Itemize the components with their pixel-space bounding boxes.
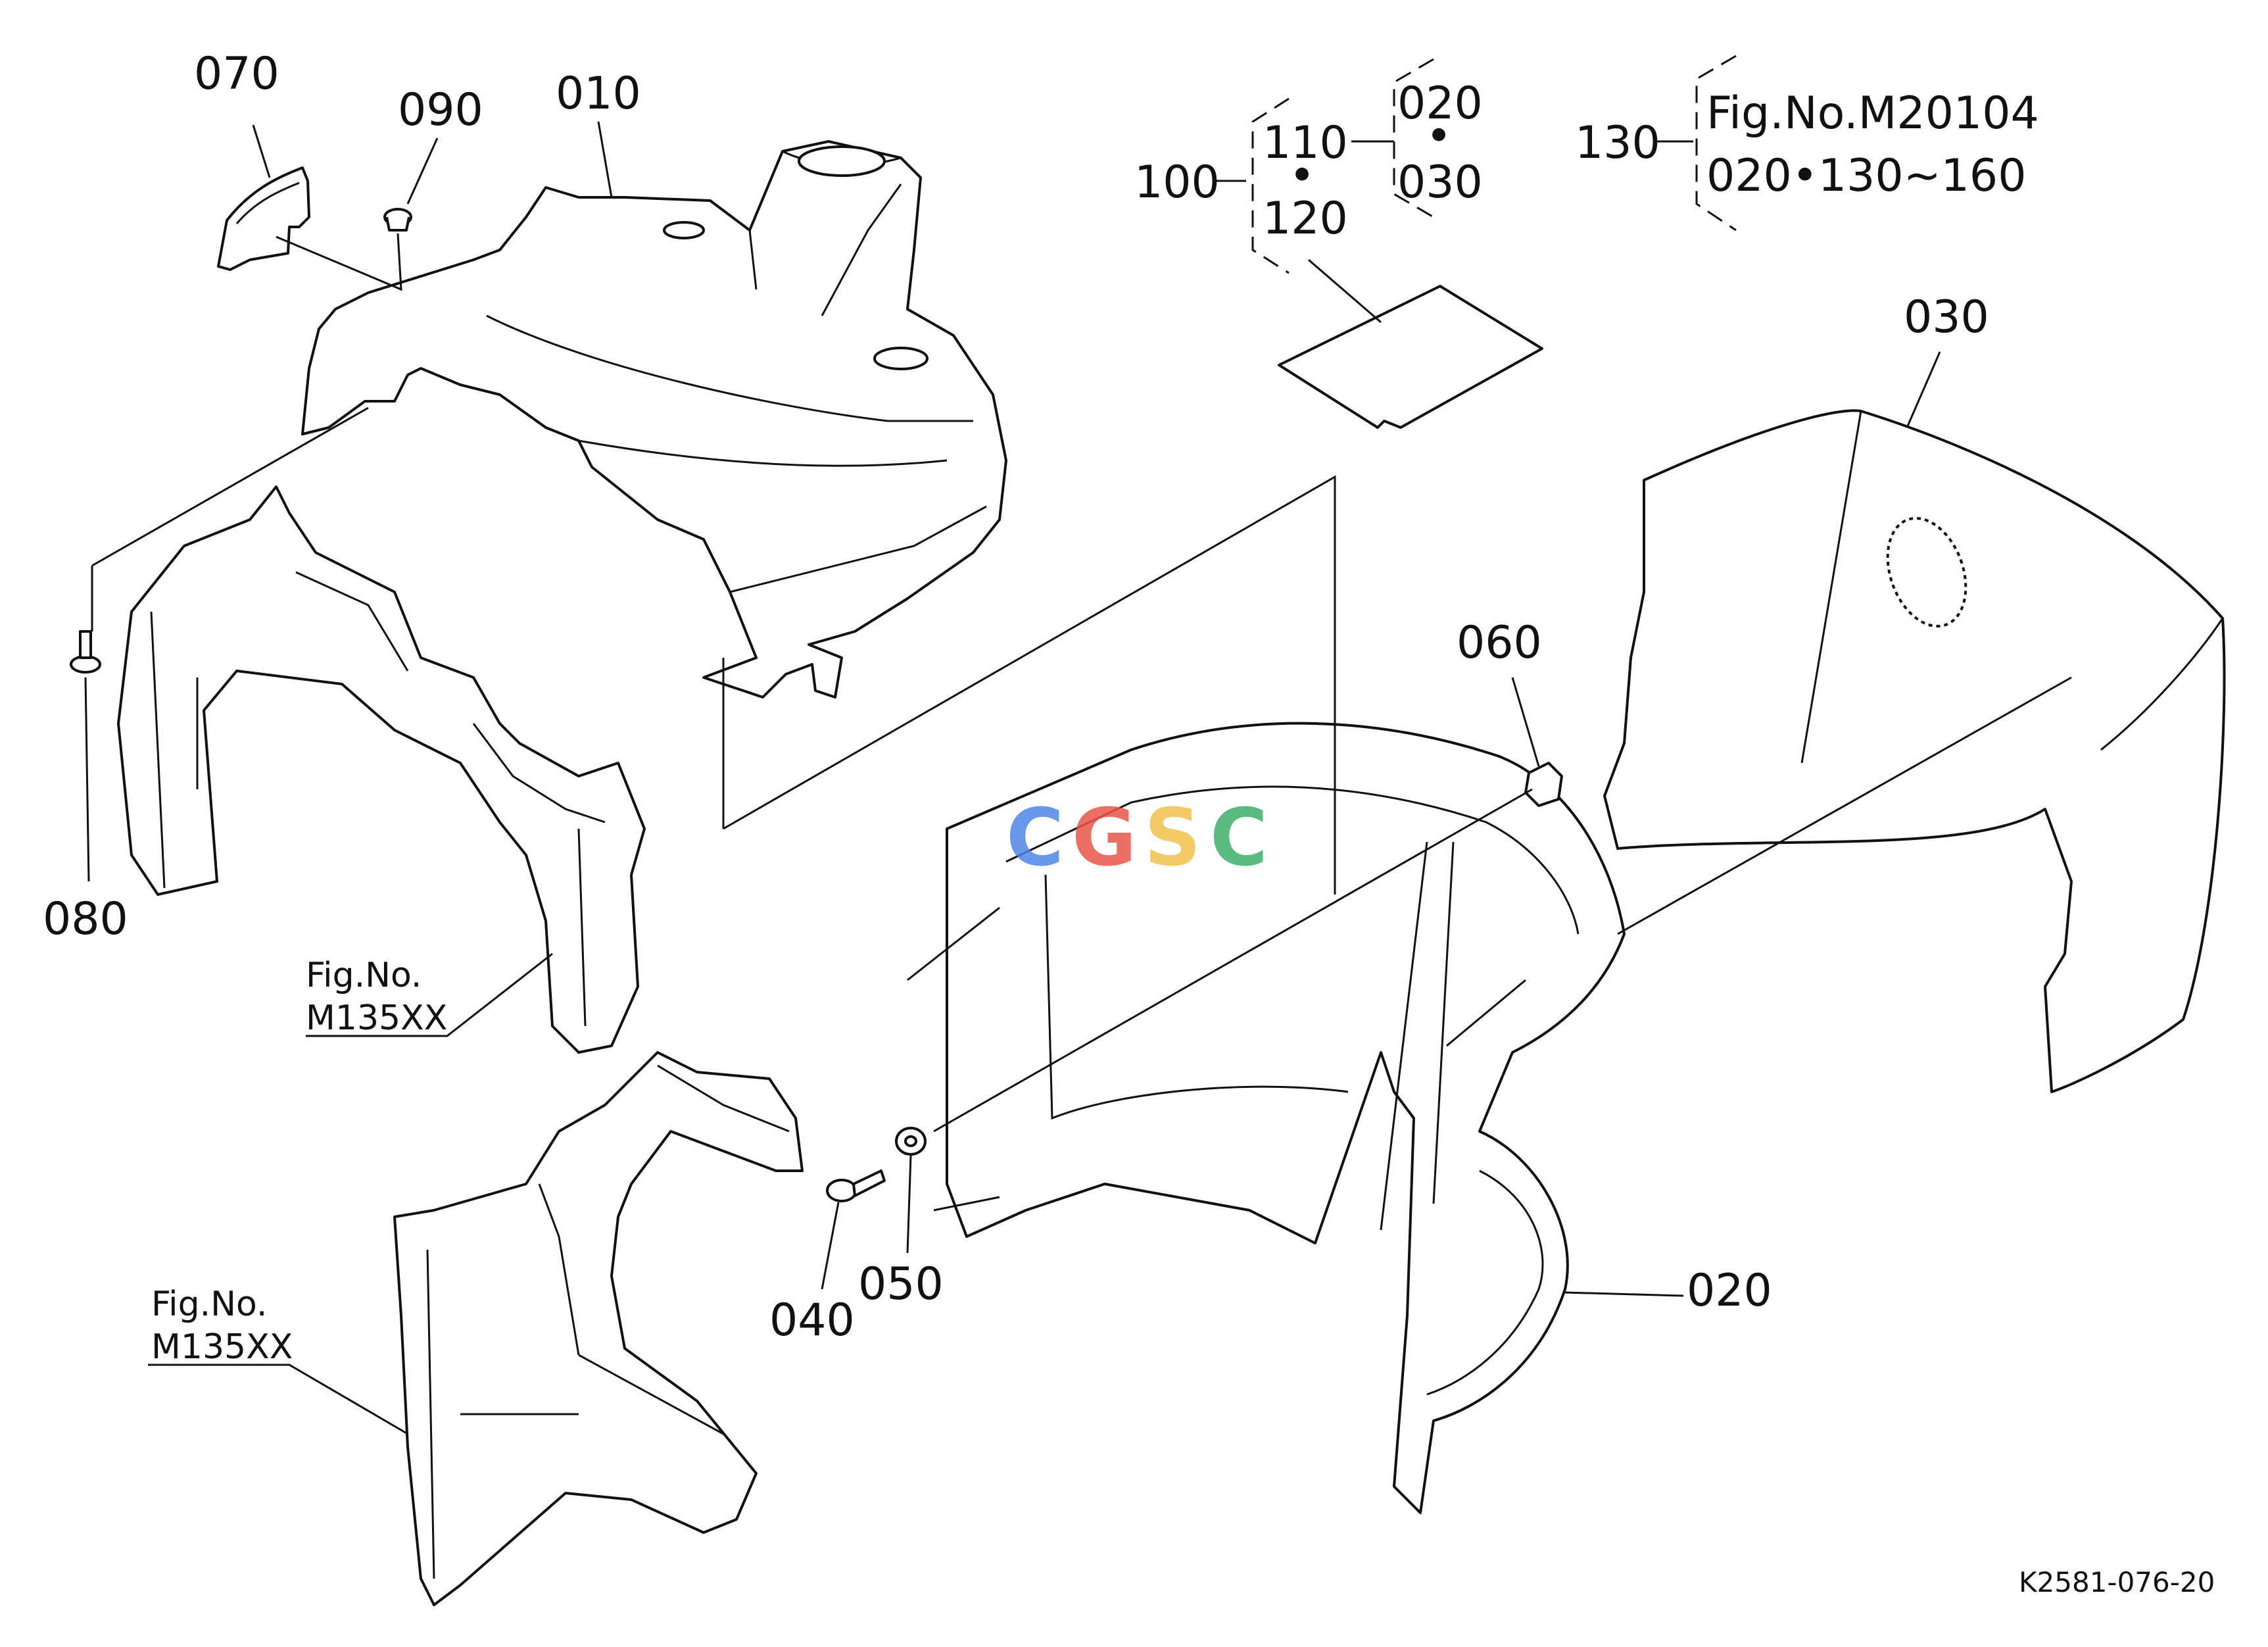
callout-010: 010 — [556, 68, 641, 120]
drawing-number: K2581-076-20 — [2019, 1566, 2215, 1598]
bracket-marks — [1251, 55, 1737, 274]
part-010-upper-cover — [301, 140, 1007, 699]
part-050-washer — [895, 1127, 927, 1156]
callout-030: 030 — [1904, 291, 1989, 343]
watermark-letter-s: S — [1144, 793, 1201, 884]
callout-labels: 070 090 010 080 100 110 • 120 020 • 030 … — [43, 48, 1989, 1346]
callout-100: 100 — [1134, 157, 1220, 209]
callout-130: 130 — [1575, 117, 1660, 169]
callout-070: 070 — [194, 48, 279, 100]
callout-120: 120 — [1263, 193, 1348, 245]
watermark-letter-g: G — [1072, 793, 1137, 884]
callout-090: 090 — [398, 84, 483, 136]
part-070-side-cover — [217, 166, 310, 271]
callout-020-top: 020 — [1397, 78, 1483, 130]
ref-fig-top: Fig.No.M20104 — [1706, 87, 2039, 139]
upper-support-frame — [117, 485, 646, 1054]
part-060-knob — [1524, 762, 1563, 807]
reference-labels: Fig.No.M20104 020•130∼160 Fig.No. M135XX… — [151, 87, 2039, 1367]
callout-040: 040 — [769, 1294, 855, 1346]
lower-support-frame — [393, 1051, 804, 1606]
ref-parts-top: 020•130∼160 — [1706, 150, 2026, 202]
ref-frame-upper-fig: Fig.No. — [306, 956, 422, 995]
part-040-screw — [826, 1169, 886, 1202]
part-020-surround-frame — [907, 722, 1626, 1514]
callout-080: 080 — [43, 893, 128, 945]
callout-leaders — [84, 121, 1941, 1435]
callout-020: 020 — [1687, 1265, 1772, 1317]
ref-frame-lower-fig: Fig.No. — [151, 1285, 267, 1324]
part-030-rear-panel — [1603, 409, 2226, 1093]
ref-frame-upper-code: M135XX — [306, 998, 447, 1038]
assembly-lines — [91, 233, 2072, 1133]
part-110-decal-sheet — [1278, 285, 1543, 429]
callout-dot-020-030: • — [1426, 111, 1452, 162]
callout-030-top: 030 — [1397, 157, 1483, 209]
watermark-logo: C G S C — [1006, 793, 1268, 884]
watermark-letter-c1: C — [1006, 793, 1064, 884]
ref-frame-lower-code: M135XX — [151, 1327, 293, 1367]
part-080-screw — [70, 630, 101, 674]
callout-110: 110 — [1263, 117, 1348, 169]
callout-060: 060 — [1457, 617, 1542, 669]
part-090-nut — [383, 208, 412, 232]
watermark-letter-c2: C — [1210, 793, 1268, 884]
callout-dot-110-120: • — [1289, 150, 1315, 202]
callout-050: 050 — [858, 1258, 944, 1310]
